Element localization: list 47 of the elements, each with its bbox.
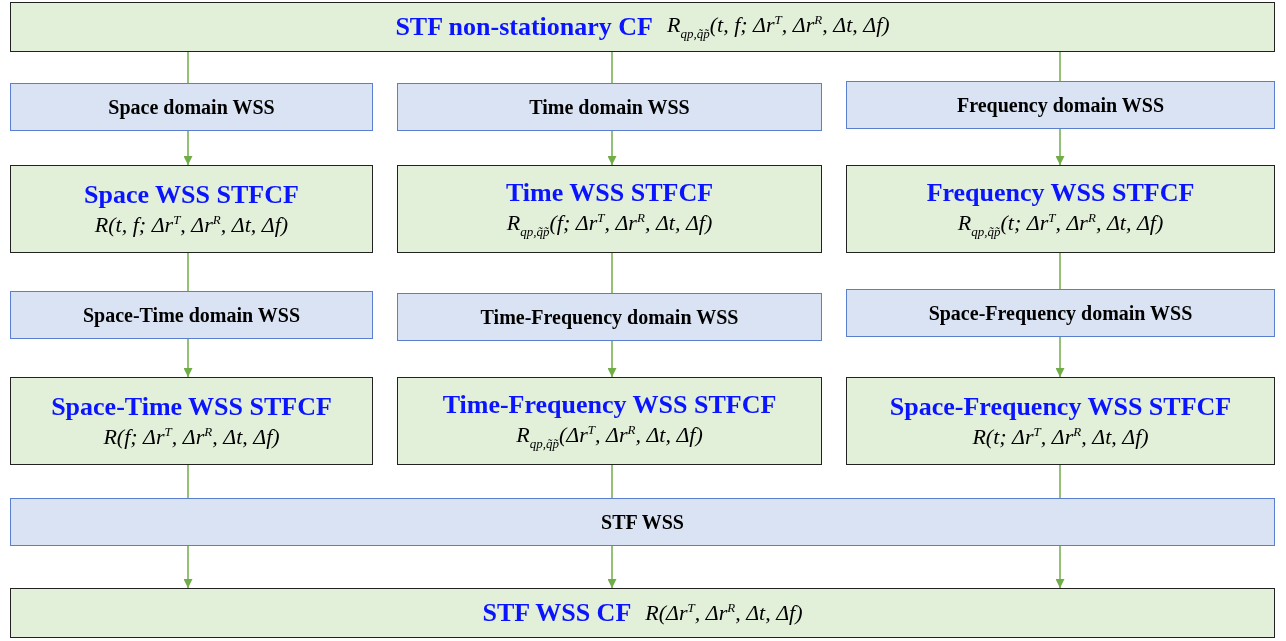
arrow xyxy=(607,545,617,589)
function-title: Space WSS STFCF xyxy=(84,179,299,210)
function-box xyxy=(10,588,1275,638)
arrow xyxy=(1055,545,1065,589)
arrow xyxy=(607,130,617,166)
condition-box xyxy=(10,498,1275,546)
arrow xyxy=(183,545,193,589)
function-title: Frequency WSS STFCF xyxy=(926,178,1195,209)
arrow xyxy=(607,340,617,378)
condition-box xyxy=(397,293,822,341)
condition-label: Space-Frequency domain WSS xyxy=(928,301,1193,325)
formula: R$_{qp,q̃p̃}$(t, f; Δr$^{T}$, Δr$^{R}$, Δt, Δf) xyxy=(667,12,890,42)
function-box xyxy=(10,2,1275,52)
condition-label: Space domain WSS xyxy=(108,95,275,119)
arrow xyxy=(1055,128,1065,166)
function-title: STF non-stationary CF xyxy=(395,12,653,42)
formula: R(t; Δr$^{T}$, Δr$^{R}$, Δt, Δf) xyxy=(972,423,1149,451)
arrow xyxy=(183,338,193,378)
formula: R$_{qp,q̃p̃}$(Δr$^{T}$, Δr$^{R}$, Δt, Δf) xyxy=(516,422,703,452)
function-box xyxy=(397,165,822,253)
formula: R$_{qp,q̃p̃}$(f; Δr$^{T}$, Δr$^{R}$, Δt, Δf) xyxy=(506,210,713,240)
condition-box xyxy=(10,291,373,339)
function-title: Space-Frequency WSS STFCF xyxy=(889,391,1232,422)
function-title: Space-Time WSS STFCF xyxy=(51,391,332,422)
condition-label: Frequency domain WSS xyxy=(956,93,1165,117)
function-title: Time WSS STFCF xyxy=(505,178,714,209)
condition-box xyxy=(846,289,1275,337)
condition-label: Space-Time domain WSS xyxy=(82,303,301,327)
function-box xyxy=(846,377,1275,465)
formula: R$_{qp,q̃p̃}$(t; Δr$^{T}$, Δr$^{R}$, Δt, Δf) xyxy=(957,210,1164,240)
function-box xyxy=(846,165,1275,253)
formula: R(t, f; Δr$^{T}$, Δr$^{R}$, Δt, Δf) xyxy=(94,211,289,239)
function-title: Time-Frequency WSS STFCF xyxy=(442,390,777,421)
condition-label: Time domain WSS xyxy=(529,95,690,119)
function-box xyxy=(397,377,822,465)
function-title: STF WSS CF xyxy=(482,598,632,628)
condition-box xyxy=(846,81,1275,129)
condition-box xyxy=(10,83,373,131)
formula: R(Δr$^{T}$, Δr$^{R}$, Δt, Δf) xyxy=(645,599,803,627)
condition-box xyxy=(397,83,822,131)
condition-label: Time-Frequency domain WSS xyxy=(480,305,739,329)
arrow xyxy=(1055,336,1065,378)
function-box xyxy=(10,377,373,465)
function-box xyxy=(10,165,373,253)
condition-label: STF WSS xyxy=(601,510,684,534)
arrow xyxy=(183,130,193,166)
formula: R(f; Δr$^{T}$, Δr$^{R}$, Δt, Δf) xyxy=(103,423,280,451)
